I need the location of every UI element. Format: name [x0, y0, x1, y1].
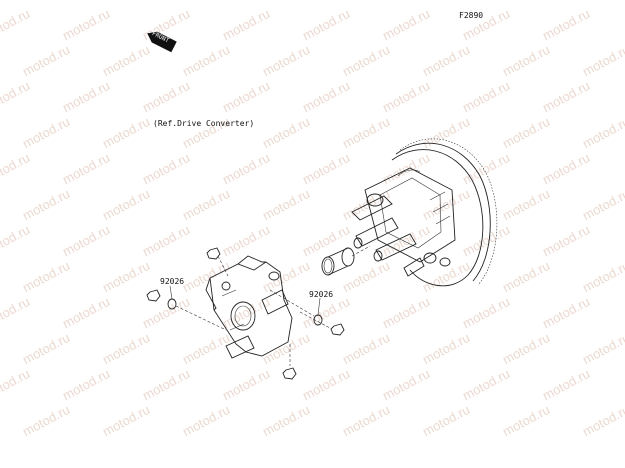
o-ring-left	[167, 298, 177, 310]
bracket-carrier	[205, 255, 293, 359]
front-arrow-icon	[147, 31, 177, 53]
nut-top	[206, 247, 221, 260]
part-label-left: 92026	[160, 277, 185, 286]
diagram-code: F2890	[459, 11, 484, 20]
part-label-right: 92026	[309, 290, 334, 299]
nut-left	[146, 289, 161, 302]
ref-note: (Ref.Drive Converter)	[153, 119, 255, 128]
gear-housing	[351, 138, 498, 287]
nut-right	[330, 323, 345, 336]
sleeve-bushing	[321, 247, 355, 276]
nut-bottom	[282, 367, 297, 380]
leader-lines	[169, 245, 371, 366]
